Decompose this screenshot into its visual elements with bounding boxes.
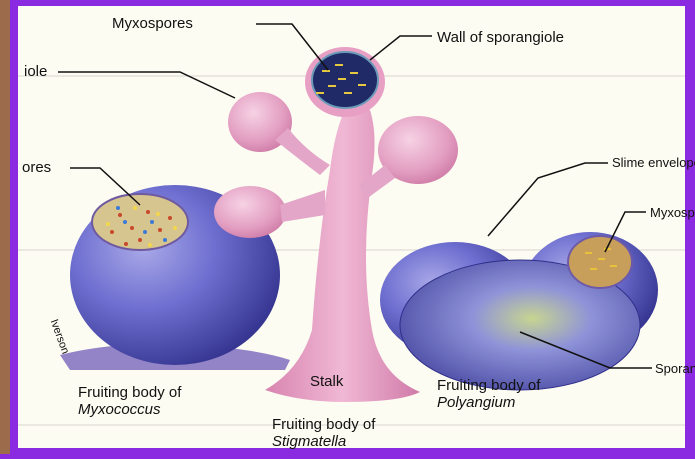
caption-polyangium-line2: Polyangium	[437, 395, 515, 410]
label-sporangium-cut: Sporan	[655, 362, 695, 375]
label-myxospores-top: Myxospores	[112, 16, 193, 31]
caption-stigmatella-line1: Fruiting body of	[272, 417, 375, 432]
label-myxospores-right: Myxosp	[650, 206, 695, 219]
caption-polyangium-line1: Fruiting body of	[437, 378, 540, 393]
caption-myxococcus-line1: Fruiting body of	[78, 385, 181, 400]
label-wall-of-sporangiole: Wall of sporangiole	[437, 30, 564, 45]
label-slime-envelope: Slime envelope	[612, 156, 695, 169]
label-sporangiole-cut: iole	[24, 64, 47, 79]
caption-stigmatella-line2: Stigmatella	[272, 434, 346, 449]
label-stalk: Stalk	[310, 374, 343, 389]
caption-myxococcus-line2: Myxococcus	[78, 402, 161, 417]
label-spores-cut: ores	[22, 160, 51, 175]
